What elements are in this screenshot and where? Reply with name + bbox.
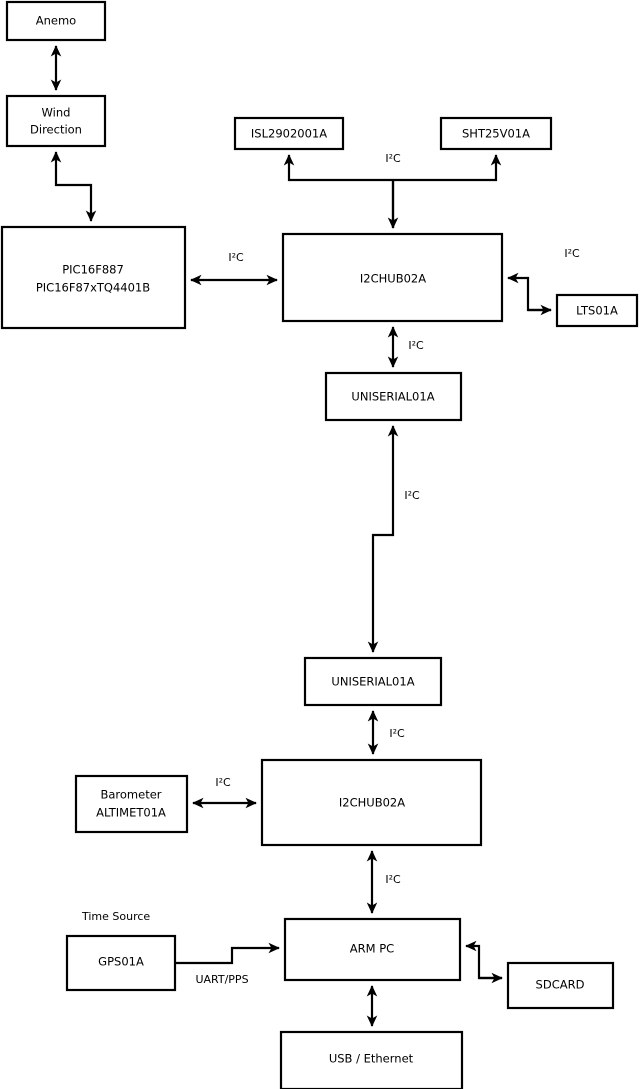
edge-label-i2c-uniserial-hub2: I²C: [389, 727, 405, 740]
node-barometer-altimet01a[interactable]: Barometer ALTIMET01A: [74, 774, 189, 834]
edge-uniserial-link: [367, 425, 399, 653]
node-box[interactable]: [5, 0, 107, 42]
node-box[interactable]: [0, 225, 187, 330]
edge-pic-wind: [50, 151, 97, 222]
node-uniserial01a-top[interactable]: UNISERIAL01A: [324, 371, 463, 422]
node-box[interactable]: [74, 774, 189, 834]
node-sdcard[interactable]: SDCARD: [506, 961, 615, 1010]
node-label: Anemo: [36, 14, 76, 28]
node-box[interactable]: [324, 371, 463, 422]
node-gps01a[interactable]: GPS01A: [65, 934, 177, 992]
node-box[interactable]: [555, 293, 639, 328]
edge-armpc-sdcard: [465, 940, 503, 984]
node-box[interactable]: [5, 94, 107, 148]
edge-label-i2c-hub-lts: I²C: [564, 247, 580, 260]
node-box[interactable]: [439, 116, 553, 151]
node-uniserial01a-bottom[interactable]: UNISERIAL01A: [303, 656, 443, 707]
node-label-line1: PIC16F887: [62, 263, 124, 277]
node-box[interactable]: [281, 232, 504, 323]
node-pic-microcontroller[interactable]: PIC16F887 PIC16F87xTQ4401B: [0, 225, 187, 330]
edge-path: [175, 942, 280, 965]
edge-label-i2c-pic-hub: I²C: [228, 251, 244, 264]
node-box[interactable]: [506, 961, 615, 1010]
node-i2chub02a-bottom[interactable]: I2CHUB02A: [260, 758, 483, 847]
node-label-line2: PIC16F87xTQ4401B: [36, 281, 150, 295]
node-label: UNISERIAL01A: [351, 390, 434, 404]
node-label-line2: Direction: [30, 123, 82, 137]
edge-path-in: [507, 272, 551, 312]
edge-path: [367, 425, 399, 653]
label-time-source: Time Source: [81, 910, 150, 923]
edge-label-uart-pps: UART/PPS: [195, 973, 248, 986]
node-usb-ethernet[interactable]: USB / Ethernet: [279, 1030, 464, 1089]
node-label: ARM PC: [350, 942, 394, 956]
node-box[interactable]: [65, 934, 177, 992]
edge-path-in: [465, 940, 502, 980]
node-label: GPS01A: [98, 955, 144, 969]
node-label: SHT25V01A: [462, 127, 530, 141]
edge-label-i2c-barometer-hub2: I²C: [215, 776, 231, 789]
edge-branch-sht: [393, 154, 502, 182]
node-box[interactable]: [279, 1030, 464, 1089]
node-label: ISL2902001A: [251, 127, 327, 141]
node-sht25v01a[interactable]: SHT25V01A: [439, 116, 553, 151]
node-label-line1: Barometer: [100, 788, 161, 802]
edge-label-i2c-uniserial-link: I²C: [404, 489, 420, 502]
edge-branch-isl: [283, 154, 393, 182]
edge-path: [50, 151, 97, 222]
edge-hubtop-sensors: [283, 154, 502, 229]
node-i2chub02a-top[interactable]: I2CHUB02A: [281, 232, 504, 323]
node-lts01a[interactable]: LTS01A: [555, 293, 639, 328]
node-box[interactable]: [260, 758, 483, 847]
node-isl2902001a[interactable]: ISL2902001A: [233, 116, 345, 151]
edge-hubtop-lts: [507, 272, 552, 316]
node-label: SDCARD: [536, 978, 585, 992]
edge-label-i2c-hub-sensors: I²C: [385, 152, 401, 165]
node-label-line1: Wind: [42, 106, 71, 120]
node-label: I2CHUB02A: [339, 796, 405, 810]
node-label-line2: ALTIMET01A: [96, 806, 166, 820]
node-box[interactable]: [283, 917, 462, 982]
node-arm-pc[interactable]: ARM PC: [283, 917, 462, 982]
node-wind-direction[interactable]: Wind Direction: [5, 94, 107, 148]
node-label: LTS01A: [576, 304, 618, 318]
edge-label-i2c-hub-uniserial: I²C: [408, 339, 424, 352]
node-box[interactable]: [233, 116, 345, 151]
node-label: UNISERIAL01A: [331, 675, 414, 689]
node-box[interactable]: [303, 656, 443, 707]
node-label: I2CHUB02A: [360, 272, 426, 286]
node-anemo[interactable]: Anemo: [5, 0, 107, 42]
edge-gps-armpc: [175, 942, 280, 965]
edge-label-i2c-hub2-armpc: I²C: [385, 873, 401, 886]
node-label: USB / Ethernet: [329, 1052, 414, 1066]
